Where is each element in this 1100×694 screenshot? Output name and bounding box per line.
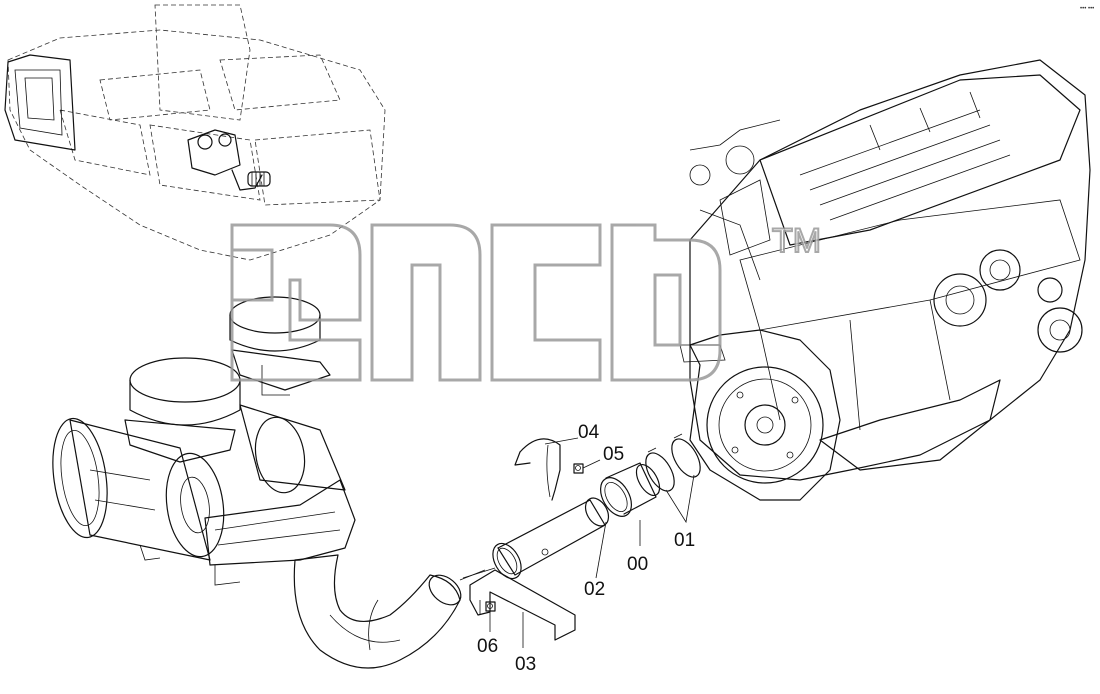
part-00-hose [600,462,661,517]
part-03-bracket [469,569,576,641]
callout-02: 02 [584,579,605,600]
callout-06: 06 [477,636,498,657]
part-05-nut [573,463,584,474]
engine-assembly [679,59,1091,501]
callout-00: 00 [627,554,648,575]
part-02-pipe [492,497,610,580]
watermark-tm: TM [772,222,821,260]
corner-code: ••• ••• [1080,6,1094,12]
part-04-clamp [514,438,561,501]
callout-03: 03 [515,654,536,675]
watermark-logo: TM [230,221,822,382]
air-cleaner-assembly [52,296,486,669]
part-06-nut [485,601,496,612]
callout-labels: 04 05 01 00 02 06 03 [477,422,695,675]
leader-lines [462,437,695,648]
callout-05: 05 [603,444,624,465]
machine-outline [4,4,386,261]
callout-01: 01 [674,530,695,551]
part-01-clamps [645,433,701,492]
callout-04: 04 [578,422,600,443]
